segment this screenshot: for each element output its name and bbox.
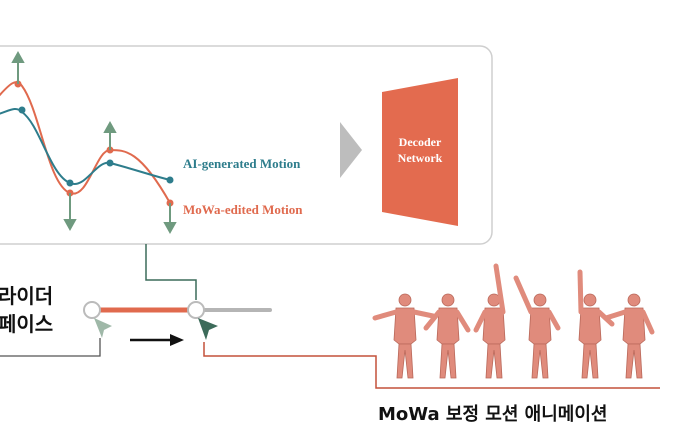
ai-point <box>66 179 74 187</box>
slider-end-knob[interactable] <box>187 301 205 319</box>
ai-point <box>166 176 174 184</box>
human-figure-icon <box>603 293 655 379</box>
decoder-label-line1: Decoder <box>399 135 442 149</box>
human-figure-icon <box>577 269 615 379</box>
arrow-right-icon <box>170 334 184 346</box>
chevron-right-icon <box>340 122 362 178</box>
decoder-label-line2: Network <box>398 151 443 165</box>
arrow-down-head-icon <box>63 219 77 232</box>
arrow-up-head-icon <box>11 50 25 63</box>
arrow-up-head-icon <box>103 120 117 133</box>
ai-point <box>18 106 26 114</box>
cursor-start-line <box>0 338 101 357</box>
human-figure-icon <box>372 293 436 379</box>
panel-connector <box>145 244 197 300</box>
legend-ai-label: AI-generated Motion <box>183 156 301 171</box>
decoder-trapezoid-icon <box>382 78 458 226</box>
cursor-start-icon <box>94 318 112 338</box>
slider-start-knob[interactable] <box>83 301 101 319</box>
figure-row <box>372 263 655 379</box>
cursor-end-line <box>203 342 660 389</box>
cursor-end-icon[interactable] <box>198 318 218 340</box>
ai-point <box>106 159 114 167</box>
motion-panel <box>0 45 493 245</box>
human-figure-icon <box>513 275 561 379</box>
arrow-down-head-icon <box>163 222 177 235</box>
human-figure-icon <box>423 293 471 379</box>
animation-caption: MoWa 보정 모션 애니메이션 <box>378 404 607 425</box>
slider-caption-line2: 페이스 <box>0 312 53 336</box>
human-figure-icon <box>473 263 506 379</box>
slider-caption-line1: 라이더 <box>0 284 53 308</box>
legend-mowa-label: MoWa-edited Motion <box>183 202 303 217</box>
